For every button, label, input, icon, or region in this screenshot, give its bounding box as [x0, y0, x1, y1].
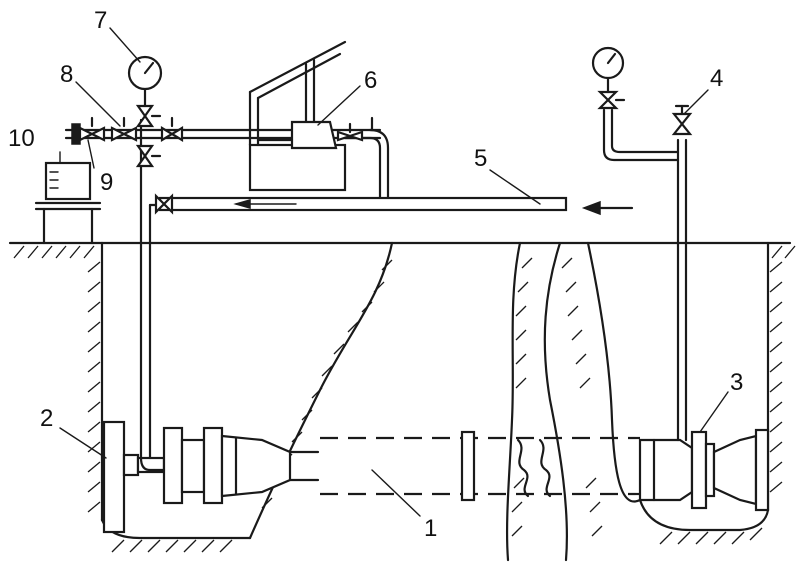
left-trench-wall: [87, 261, 101, 513]
pressure-gauge-right: [591, 46, 625, 94]
label-5: 5: [474, 145, 487, 172]
measuring-tank: [34, 161, 102, 245]
soil-section-middle: [505, 241, 642, 562]
label-7: 7: [94, 7, 107, 34]
valve-4: [671, 104, 693, 136]
leader-lines: [59, 27, 729, 517]
valve-top-left-vertical: [135, 104, 162, 128]
left-riser-pipe: [139, 118, 166, 472]
right-trench-wall: [769, 261, 783, 493]
inlet-pipe: [148, 196, 634, 216]
label-9: 9: [100, 169, 113, 196]
left-blind-flange: [102, 420, 126, 534]
right-riser-pipe: [676, 138, 688, 442]
pump-lever: [248, 40, 347, 94]
test-pipeline: [102, 420, 640, 534]
valve-upper-line: [160, 116, 184, 142]
label-8: 8: [60, 61, 73, 88]
valve-left-riser: [135, 144, 162, 168]
label-6: 6: [364, 67, 377, 94]
label-10: 10: [8, 125, 35, 152]
label-2: 2: [40, 405, 53, 432]
valve-pump-outlet: [336, 116, 374, 142]
label-1: 1: [424, 515, 437, 542]
right-gauge-line: [602, 108, 680, 162]
valve-right-gauge: [597, 90, 626, 110]
label-4: 4: [710, 65, 723, 92]
right-end-assembly: [638, 428, 770, 512]
label-3: 3: [730, 369, 743, 396]
pressure-gauge-7: [127, 55, 163, 108]
valve-8: [110, 116, 138, 142]
valve-9: [71, 116, 106, 145]
valve-inlet-pipe: [154, 193, 174, 215]
hand-pump: [248, 40, 347, 192]
